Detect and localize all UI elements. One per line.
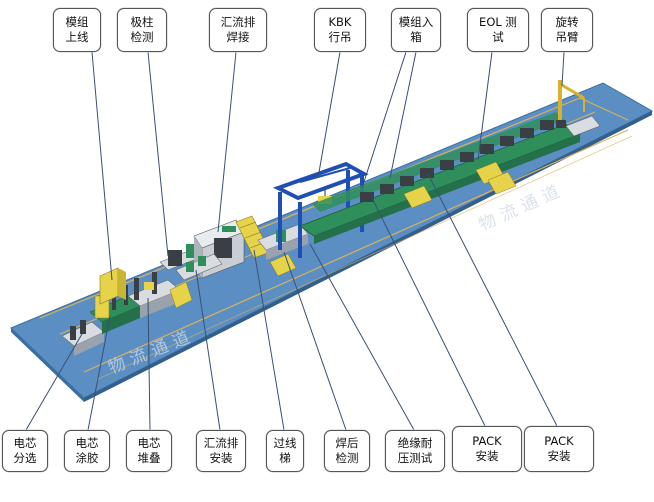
floor-edge (11, 328, 84, 402)
callout-busbar-install: 汇流排 安装 (196, 430, 246, 472)
leader-pack-2 (427, 173, 559, 429)
callout-pack-install-1: PACK 安装 (452, 426, 522, 472)
leader-jueyuan-naiya (309, 243, 415, 431)
callout-eol-test: EOL 测 试 (467, 8, 529, 52)
leader-jizhu-jiance (147, 51, 169, 257)
callout-module-boxing: 模组入 箱 (391, 8, 441, 52)
rotary-lifting-arm (556, 80, 601, 137)
callout-module-loading: 模组 上线 (53, 8, 101, 52)
leader-mozu-ruxiang-a (361, 51, 407, 189)
leader-mozu-shangxian (91, 51, 113, 281)
leader-dianxin-duidie (147, 297, 151, 431)
leader-hanhou-jiance (283, 251, 347, 431)
module-feed-rack (99, 267, 126, 305)
leader-dianxin-fenxuan (25, 333, 83, 431)
module-boxing-station (360, 168, 434, 202)
callout-cell-sorting: 电芯 分选 (2, 430, 48, 472)
leader-guoxianti (253, 249, 285, 431)
leader-dianxin-tujiao (87, 315, 111, 431)
leader-huiliupai-anzhuang (195, 269, 221, 431)
lane-line-front-inner (95, 135, 633, 381)
lane-line-front (83, 129, 629, 373)
callout-cell-gluing: 电芯 涂胶 (64, 430, 110, 472)
cell-stacking-station (127, 272, 181, 318)
leader-eol-ceshi (477, 51, 493, 161)
callout-busbar-welding: 汇流排 焊接 (209, 8, 267, 52)
pack-install-stations (440, 120, 554, 170)
leader-kbk-xingdiao (317, 51, 341, 179)
leader-mozu-ruxiang-b (389, 51, 417, 179)
pole-inspection-station (159, 244, 205, 309)
callout-cable-stairs: 过线 梯 (266, 430, 304, 472)
leader-lines (25, 51, 565, 431)
callout-pole-inspection: 极柱 检测 (117, 8, 167, 52)
callout-rotary-arm: 旋转 吊臂 (541, 8, 593, 52)
leader-xuanzhuan-diaobi (561, 51, 565, 87)
eol-test-station (403, 161, 517, 209)
leader-pack-1 (371, 197, 487, 429)
callout-kbk-crane: KBK 行吊 (314, 8, 366, 52)
callout-pack-install-2: PACK 安装 (524, 426, 594, 472)
busbar-install-station (175, 253, 223, 281)
callout-insulation-withstand-test: 绝缘耐 压测试 (385, 430, 445, 472)
leader-huiliupai-hanjie (217, 51, 237, 233)
callout-post-weld-inspection: 焊后 检测 (324, 430, 370, 472)
callout-cell-stacking: 电芯 堆叠 (126, 430, 172, 472)
